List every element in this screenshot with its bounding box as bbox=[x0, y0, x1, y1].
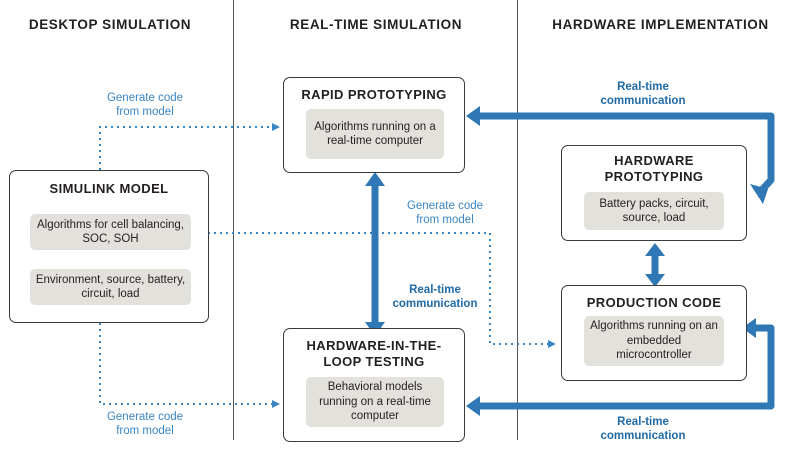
environment-source-battery-block: Environment, source, battery, circuit, l… bbox=[30, 269, 191, 305]
rapid-prototyping-box: RAPID PROTOTYPING Algorithms running on … bbox=[283, 77, 465, 173]
dotted-arrow-to-rapid bbox=[99, 123, 280, 170]
hil-testing-content: Behavioral models running on a real-time… bbox=[306, 377, 444, 427]
realtime-communication-label-top: Real-time communication bbox=[600, 81, 686, 107]
production-code-title: PRODUCTION CODE bbox=[586, 295, 722, 310]
hardware-prototyping-box: HARDWARE PROTOTYPING Battery packs, circ… bbox=[561, 145, 747, 241]
thick-arrow-hwproto-production bbox=[645, 243, 665, 287]
thick-arrow-rapid-hwproto bbox=[466, 106, 775, 204]
algorithms-cell-balancing-block: Algorithms for cell balancing, SOC, SOH bbox=[30, 214, 191, 250]
header-desktop-simulation: DESKTOP SIMULATION bbox=[28, 17, 192, 32]
production-code-box: PRODUCTION CODE Algorithms running on an… bbox=[561, 285, 747, 381]
hardware-prototyping-content: Battery packs, circuit, source, load bbox=[584, 192, 724, 230]
column-divider-left bbox=[233, 0, 234, 440]
generate-code-label-bottom: Generate code from model bbox=[106, 411, 184, 437]
realtime-communication-label-middle: Real-time communication bbox=[392, 284, 478, 310]
rapid-prototyping-title: RAPID PROTOTYPING bbox=[301, 87, 447, 102]
generate-code-label-middle: Generate code from model bbox=[406, 200, 484, 226]
header-realtime-simulation: REAL-TIME SIMULATION bbox=[289, 17, 463, 32]
header-hardware-implementation: HARDWARE IMPLEMENTATION bbox=[552, 17, 769, 32]
rapid-prototyping-content: Algorithms running on a real-time comput… bbox=[306, 109, 444, 159]
hil-testing-box: HARDWARE-IN-THE-LOOP TESTING Behavioral … bbox=[283, 328, 465, 442]
column-divider-right bbox=[517, 0, 518, 440]
dotted-arrow-to-production bbox=[196, 232, 556, 348]
realtime-communication-label-bottom: Real-time communication bbox=[600, 416, 686, 442]
hil-testing-title: HARDWARE-IN-THE-LOOP TESTING bbox=[306, 338, 442, 369]
hardware-prototyping-title: HARDWARE PROTOTYPING bbox=[604, 153, 704, 184]
thick-arrow-rapid-hil bbox=[365, 172, 385, 336]
generate-code-label-top: Generate code from model bbox=[106, 92, 184, 118]
simulink-model-box: SIMULINK MODEL Algorithms for cell balan… bbox=[9, 170, 209, 323]
simulink-model-title: SIMULINK MODEL bbox=[49, 181, 169, 196]
dotted-arrow-to-hil bbox=[99, 323, 280, 408]
production-code-content: Algorithms running on an embedded microc… bbox=[584, 316, 724, 366]
thick-arrow-production-hil bbox=[466, 318, 775, 416]
